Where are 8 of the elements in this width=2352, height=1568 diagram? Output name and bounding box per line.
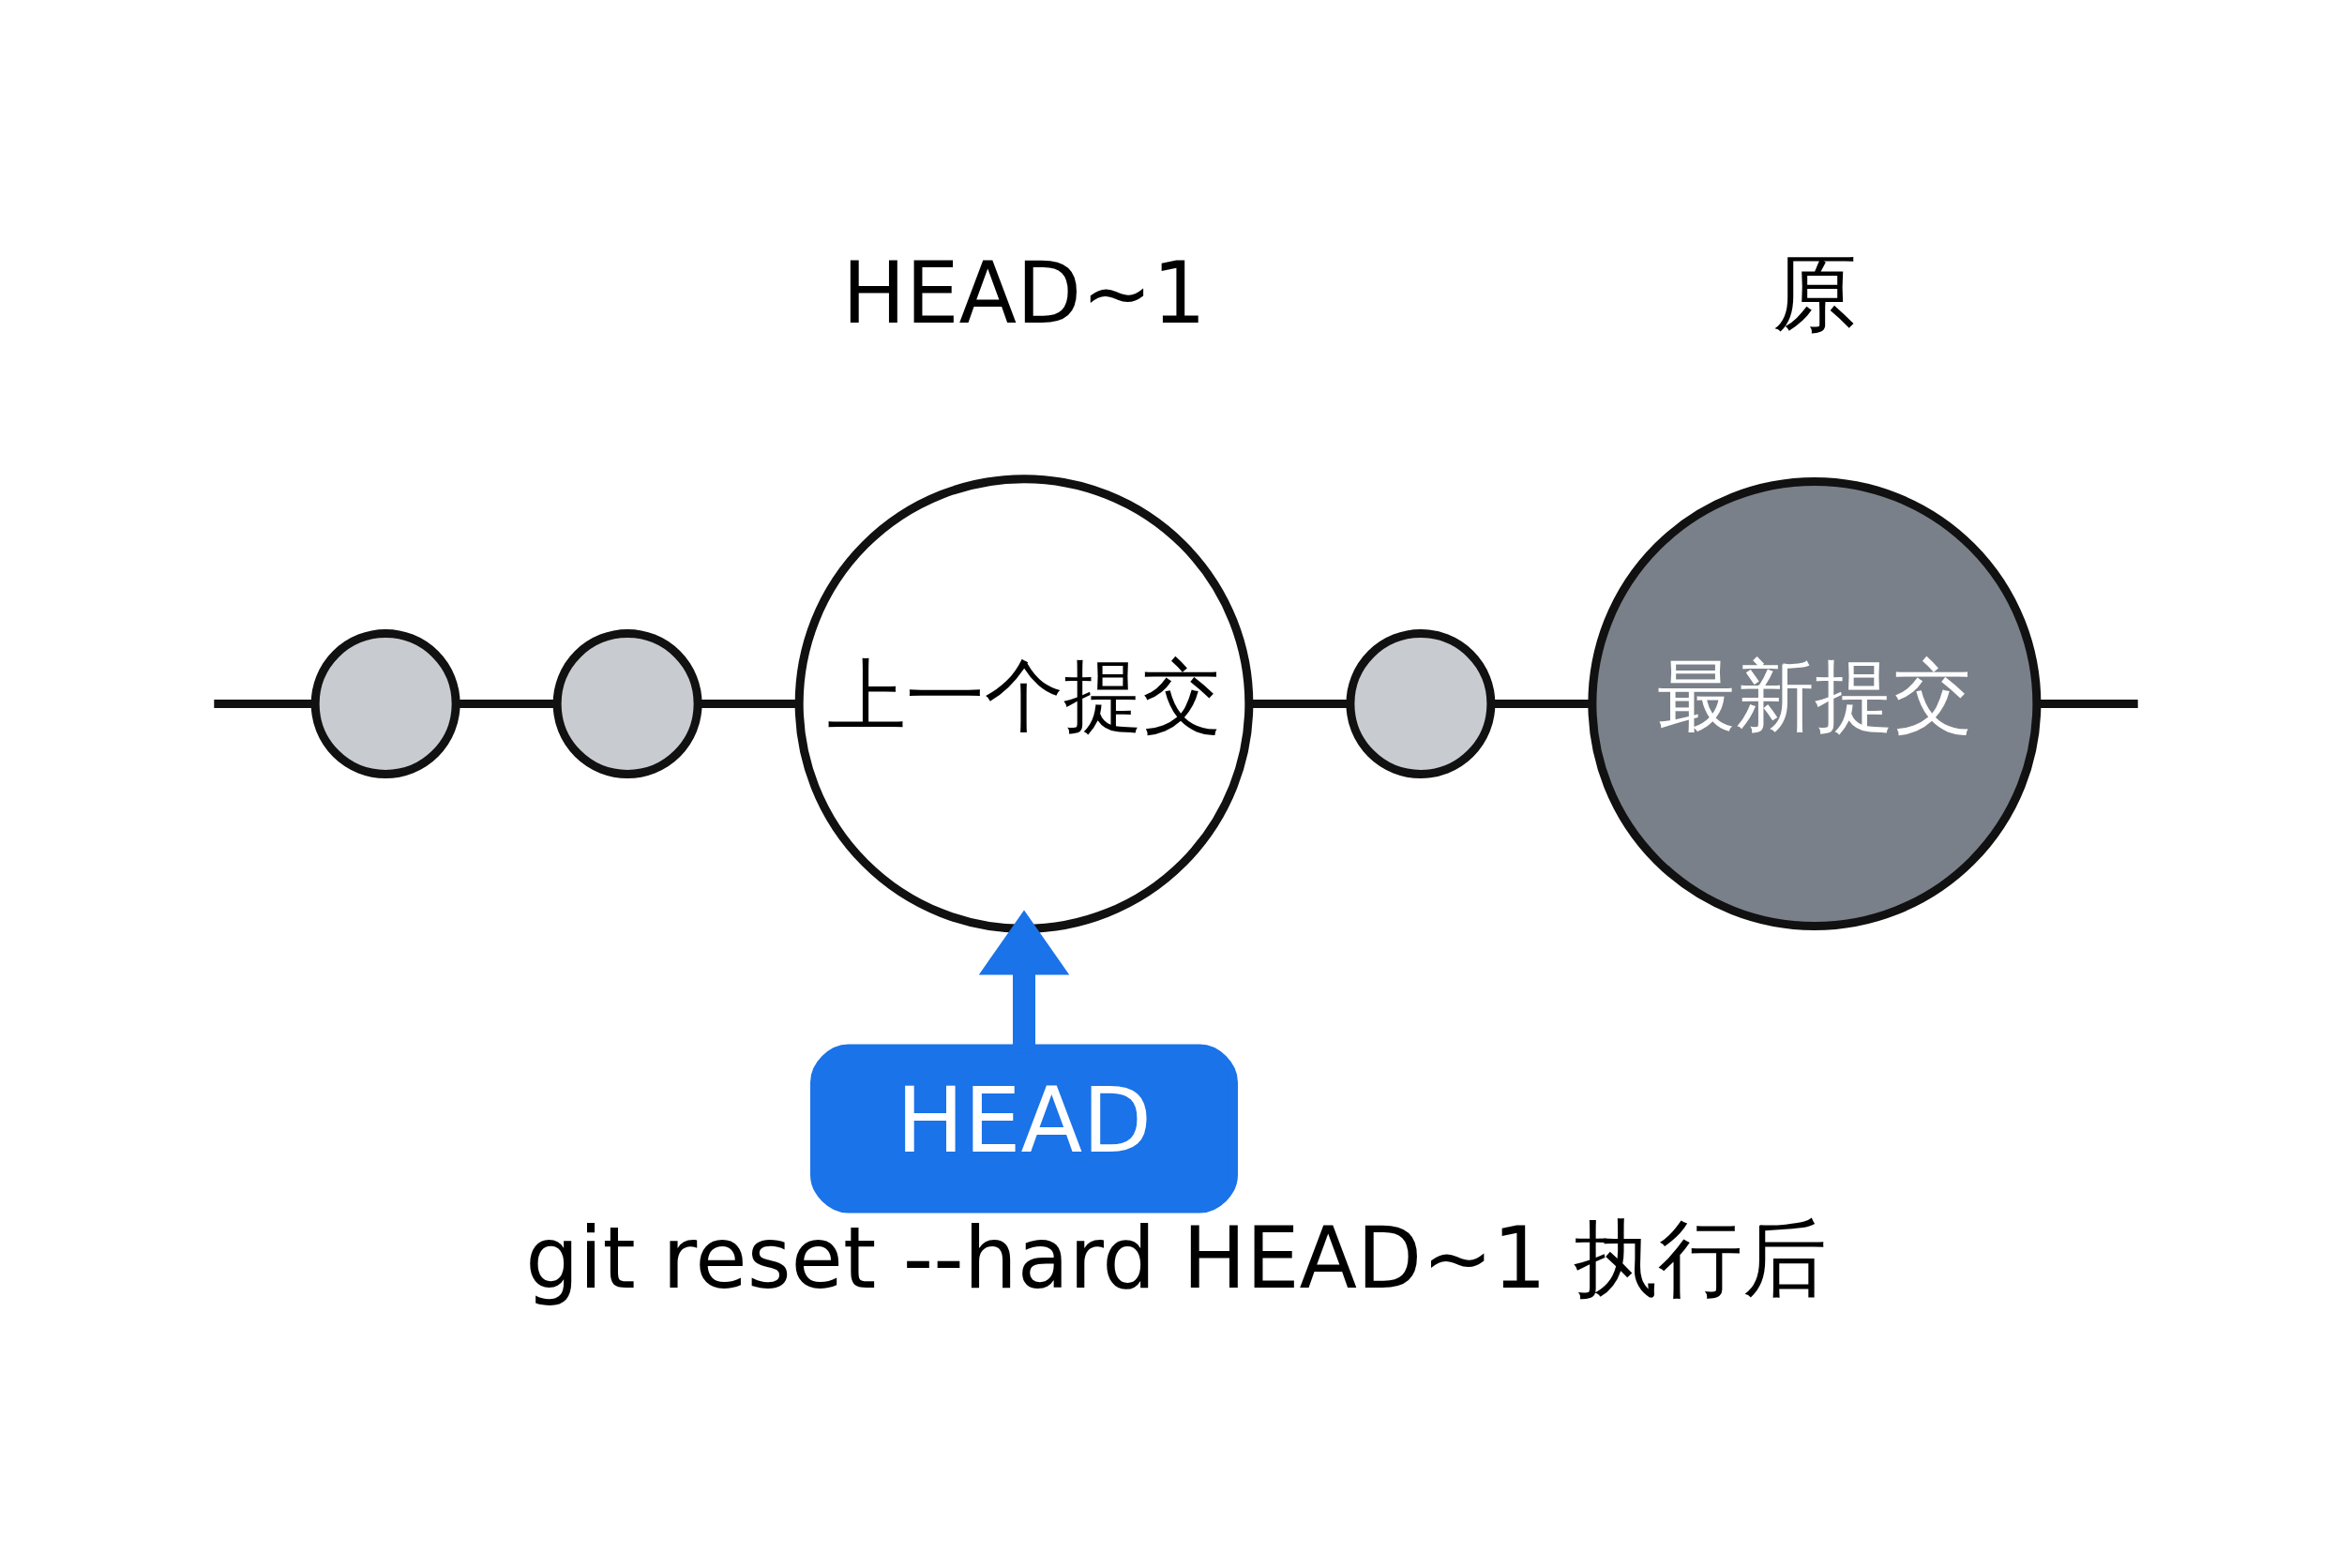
node-label: 原 xyxy=(1772,244,1857,343)
node-label: HEAD~1 xyxy=(841,244,1207,343)
node-circle xyxy=(310,629,460,778)
node-circle: 上一个提交 xyxy=(794,475,1254,933)
node-circle xyxy=(1346,629,1496,778)
node-circle xyxy=(552,629,702,778)
node-circle: 最新提交 xyxy=(1588,477,2042,930)
node-box: HEAD xyxy=(810,1044,1238,1214)
